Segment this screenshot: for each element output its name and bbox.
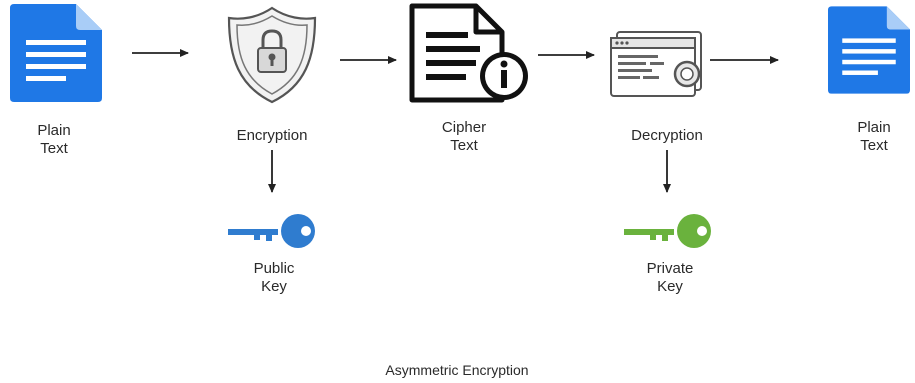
plain-text-output-label: Plain Text: [857, 119, 891, 154]
shield-lock-icon: [227, 6, 317, 104]
plain-text-input-label: Plain Text: [37, 122, 71, 157]
private-key-label: Private Key: [646, 260, 694, 295]
browser-window-key-icon: [610, 31, 702, 97]
diagram-caption: Asymmetric Encryption: [385, 362, 529, 378]
document-icon: [828, 6, 910, 94]
cipher-document-icon: [409, 3, 528, 103]
cipher-text-label: Cipher Text: [441, 119, 487, 154]
key-icon: [228, 214, 315, 248]
decryption-label: Decryption: [631, 127, 703, 144]
encryption-label: Encryption: [236, 127, 308, 144]
public-key-label: Public Key: [253, 260, 295, 295]
document-icon: [10, 4, 102, 102]
key-icon: [624, 214, 711, 248]
